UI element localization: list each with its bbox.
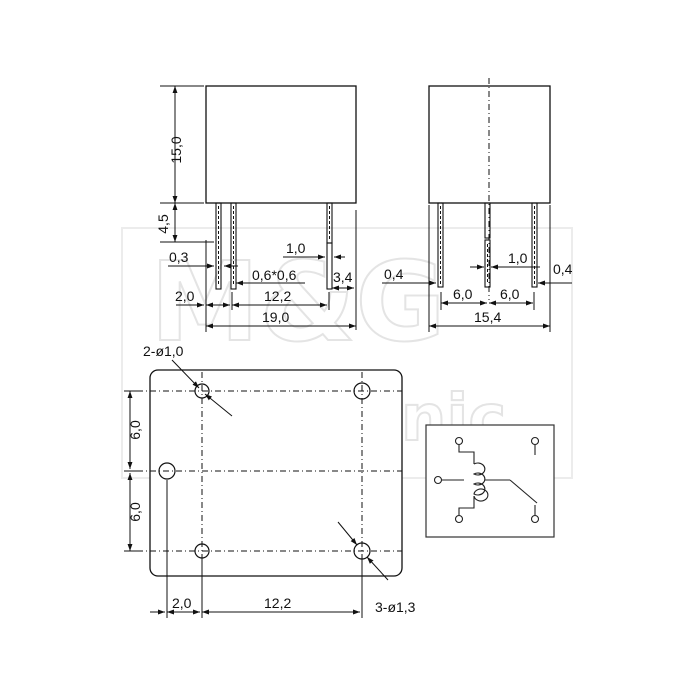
front-view: 0,4 1,0 0,4 6,0 6,0 15,4 (382, 78, 573, 332)
dim-pin-thickness: 0,3 (169, 249, 189, 265)
dim-footprint-pitch: 12,2 (264, 595, 291, 611)
switch-arm-icon (509, 479, 538, 504)
terminal-contact-top (530, 436, 540, 446)
footprint-outline (149, 369, 403, 577)
dim-pin-width-front: 1,0 (508, 250, 528, 266)
dim-row-spacing-top: 6,0 (127, 420, 143, 440)
dim-row-spacing-bottom: 6,0 (127, 502, 143, 522)
dim-total-length: 19,0 (262, 309, 289, 325)
dim-offset-left: 2,0 (172, 595, 192, 611)
terminal-common (433, 475, 443, 485)
dim-total-width: 15,4 (474, 309, 501, 325)
terminal-coil-bottom (454, 514, 464, 524)
callout-small-holes: 2-ø1,0 (143, 343, 184, 359)
dim-clearance-right: 0,4 (553, 261, 573, 277)
side-pins (215, 202, 333, 290)
dim-pin-pitch: 12,2 (264, 288, 291, 304)
coil-icon (472, 462, 489, 502)
dim-pin-width-side: 1,0 (286, 240, 306, 256)
dim-pin-height: 4,5 (155, 214, 171, 234)
terminal-contact-bottom (530, 514, 540, 524)
callout-large-holes: 3-ø1,3 (375, 599, 416, 615)
dim-pin-offset-right: 3,4 (333, 269, 353, 285)
dim-pitch-right: 6,0 (500, 286, 520, 302)
dim-pitch-left: 6,0 (453, 286, 473, 302)
watermark-logo: M&G (150, 238, 446, 366)
dim-clearance-left: 0,4 (384, 266, 404, 282)
footprint-view: 2-ø1,0 3-ø1,3 6,0 6,0 2,0 12,2 (124, 343, 416, 618)
footprint-holes (158, 382, 371, 560)
side-view: 15,0 4,5 0,3 0,6*0,6 1,0 3,4 2,0 12,2 19… (155, 85, 357, 332)
relay-body-side (205, 85, 357, 204)
relay-schematic (425, 424, 555, 538)
dim-pin-offset-left: 2,0 (175, 288, 195, 304)
front-pins (437, 202, 538, 288)
dim-body-height: 15,0 (168, 136, 184, 163)
dim-pin-section: 0,6*0,6 (252, 267, 297, 283)
terminal-coil-top (454, 436, 464, 446)
